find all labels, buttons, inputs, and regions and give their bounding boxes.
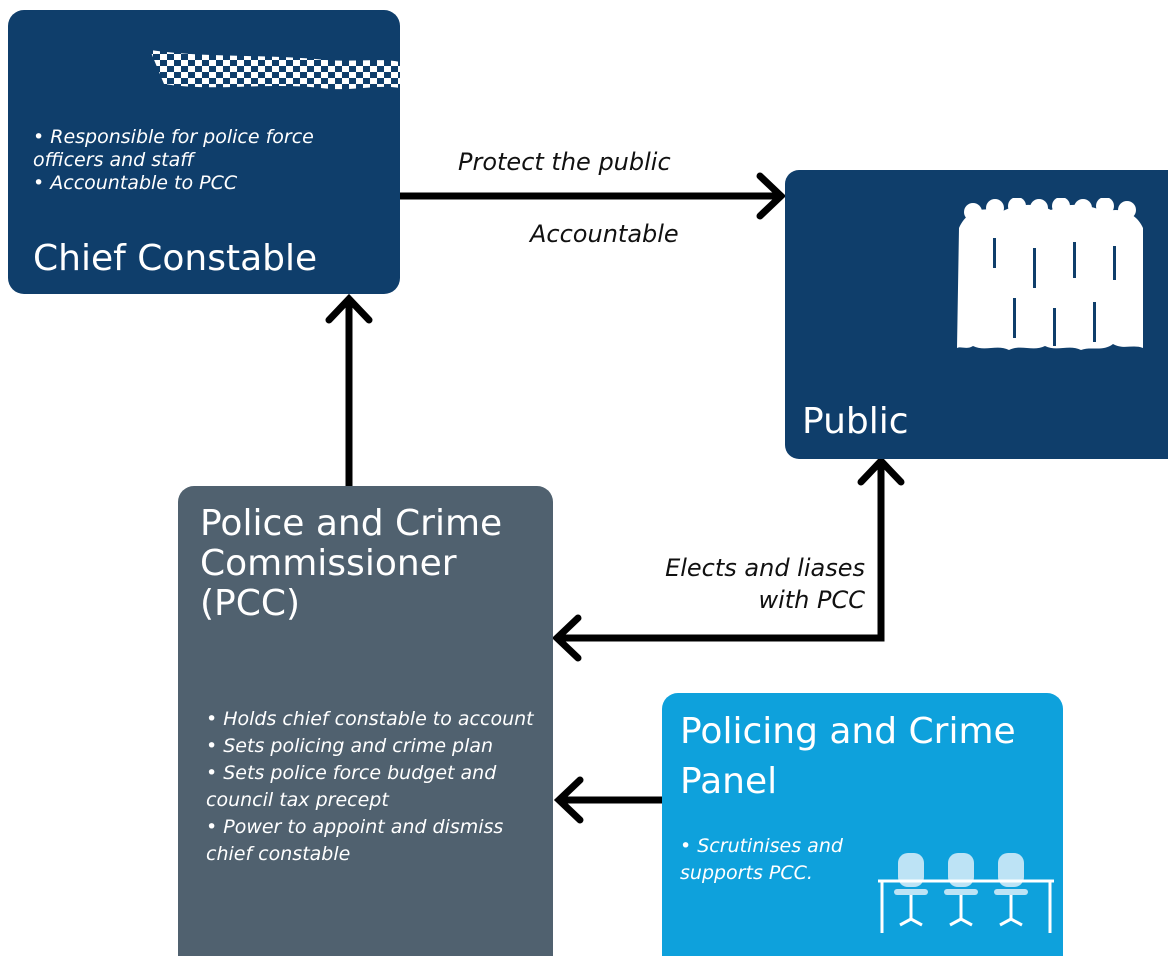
pcc-box: Police and Crime Commissioner (PCC) • Ho… (178, 486, 553, 956)
label-protect-the-public: Protect the public (458, 148, 671, 176)
public-title: Public (802, 401, 909, 442)
label-elects-and-liases: Elects and liases with PCC (665, 554, 865, 614)
chief-constable-box: • Responsible for police force officers … (8, 10, 400, 294)
panel-bullets: • Scrutinises and supports PCC. (680, 833, 875, 887)
meeting-table-chairs-icon (878, 853, 1054, 933)
bullet: • Scrutinises and supports PCC. (680, 835, 843, 884)
chief-constable-title: Chief Constable (33, 238, 318, 279)
label-accountable: Accountable (530, 220, 679, 248)
pcc-title: Police and Crime Commissioner (PCC) (200, 503, 503, 624)
bullet: • Sets police force budget and council t… (206, 762, 497, 811)
public-box: Public (785, 170, 1168, 459)
arrow-public-pcc (551, 455, 905, 662)
bullet: • Sets policing and crime plan (206, 735, 494, 757)
crowd-icon (957, 198, 1143, 350)
panel-title: Policing and Crime Panel (680, 711, 1016, 802)
checkered-police-tape-icon (150, 50, 400, 90)
bullet: • Responsible for police force officers … (33, 126, 314, 171)
chief-constable-bullets: • Responsible for police force officers … (33, 126, 363, 195)
policing-crime-panel-box: Policing and Crime Panel • Scrutinises a… (662, 693, 1063, 956)
bullet: • Holds chief constable to account (206, 708, 534, 730)
pcc-bullets: • Holds chief constable to account • Set… (206, 706, 541, 868)
arrow-cc-to-public (400, 172, 787, 220)
arrow-panel-to-pcc (553, 776, 662, 824)
bullet: • Accountable to PCC (33, 172, 238, 194)
arrow-pcc-to-cc (325, 293, 373, 486)
bullet: • Power to appoint and dismiss chief con… (206, 816, 504, 865)
